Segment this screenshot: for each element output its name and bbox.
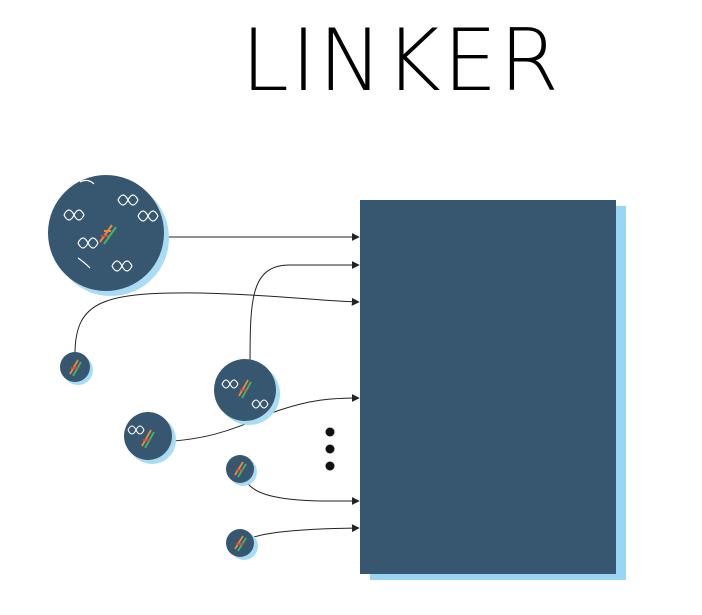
dna-strand-icon	[234, 535, 247, 552]
dna-helix-icon	[127, 425, 145, 435]
connector-arrow	[147, 394, 360, 443]
connector-arrow	[239, 524, 360, 544]
dna-strand-icon	[238, 379, 252, 399]
small-cell-node	[226, 455, 257, 486]
connector-arrow	[249, 261, 360, 371]
medium-cell-node	[214, 359, 280, 425]
ellipsis-dots	[325, 427, 335, 471]
small-cell-node	[226, 529, 258, 560]
dna-strand-icon	[99, 224, 117, 245]
dna-strand-icon	[69, 359, 82, 377]
small-cell-node	[60, 352, 93, 385]
connector-arrow	[244, 477, 360, 505]
dna-strand-icon	[141, 429, 155, 449]
dna-strand-icon	[234, 461, 247, 478]
dna-helix-icon	[63, 179, 159, 272]
diagram-title: LINKER	[240, 11, 562, 111]
large-cell-node	[48, 175, 169, 296]
linker-box	[360, 200, 616, 574]
medium-cell-node	[124, 412, 176, 464]
dna-helix-icon	[221, 379, 269, 409]
connector-arrow	[74, 292, 360, 355]
